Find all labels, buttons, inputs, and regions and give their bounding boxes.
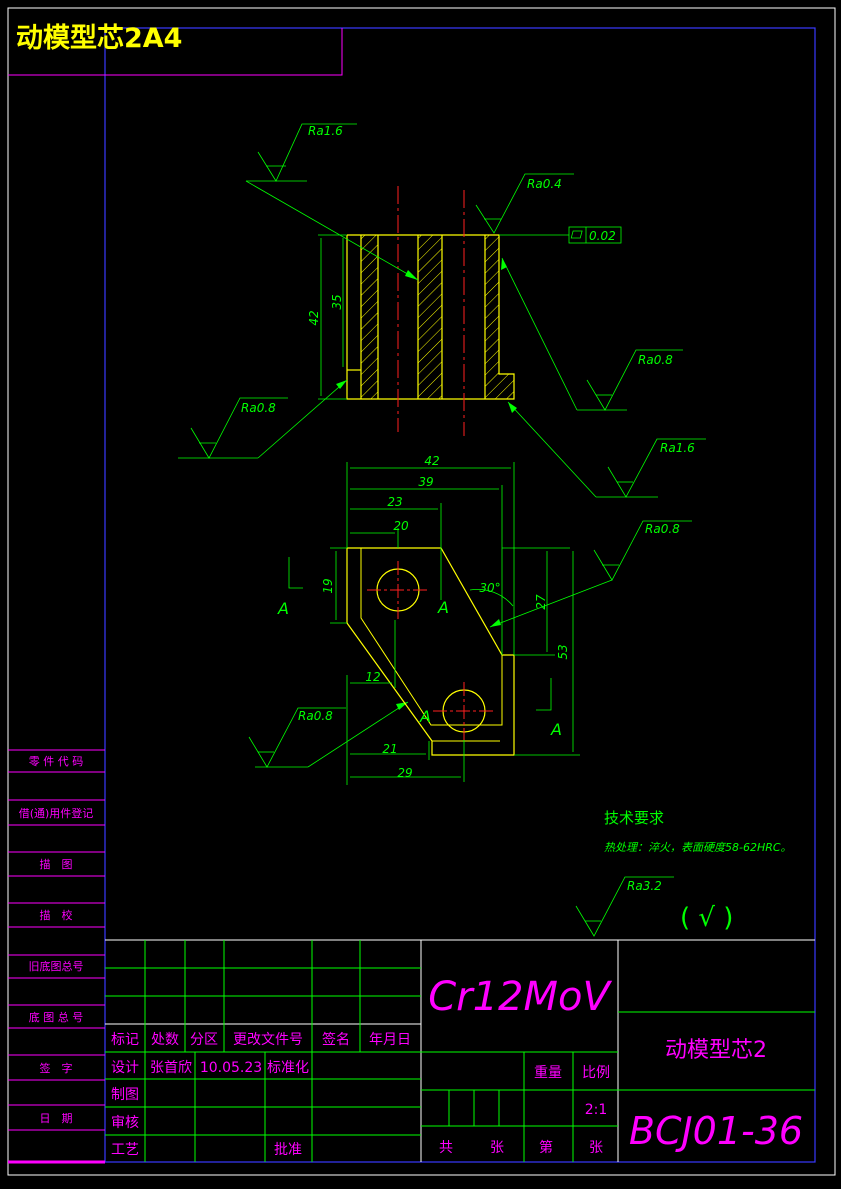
tb-design-label: 设计: [111, 1060, 139, 1076]
section-mark-a1: A: [277, 599, 289, 618]
tb-header-mark: 标记: [111, 1032, 139, 1048]
dim-42-horizontal: 42: [424, 454, 439, 468]
section-mark-a2: A: [437, 598, 449, 617]
strip-item-date: 日 期: [40, 1112, 73, 1125]
header-box: [8, 28, 343, 76]
flatness-frame: [568, 226, 622, 244]
roughness-r6: Ra0.8: [645, 522, 680, 536]
tb-total: 共: [439, 1140, 453, 1156]
section-mark-a4: A: [550, 720, 562, 739]
tech-req-line1: 热处理：淬火，表面硬度58-62HRC。: [604, 841, 792, 854]
dim-35-vertical: 35: [330, 294, 344, 309]
strip-item-base-no: 底 图 总 号: [29, 1010, 84, 1024]
strip-item-sign: 签 字: [40, 1061, 73, 1075]
dim-23: 23: [387, 495, 402, 509]
general-roughness-symbol: ( √ ): [680, 903, 733, 933]
tb-material: Cr12MoV: [428, 974, 612, 1020]
dim-27: 27: [534, 594, 548, 610]
roughness-r5: Ra1.6: [660, 441, 695, 455]
outer-frame: [7, 7, 836, 1176]
roughness-r2: Ra0.4: [527, 177, 562, 191]
dim-42-vertical: 42: [307, 310, 321, 325]
dim-12: 12: [365, 670, 380, 684]
tb-approve: 批准: [274, 1142, 302, 1158]
strip-item-part-code: 零 件 代 码: [29, 755, 84, 768]
strip-item-old-base: 旧底图总号: [29, 959, 84, 973]
tb-part-name: 动模型芯2: [665, 1038, 767, 1063]
angle-30: 30°: [479, 581, 500, 595]
tb-scale: 2:1: [585, 1102, 608, 1118]
tb-sheets1: 张: [490, 1140, 504, 1156]
roughness-r1: Ra1.6: [308, 124, 343, 138]
tb-review: 审核: [111, 1115, 139, 1131]
inner-frame: [104, 27, 816, 1163]
tb-design-date: 10.05.23: [200, 1060, 262, 1076]
section-view: [318, 186, 515, 436]
dim-21: 21: [382, 742, 397, 756]
tb-header-date: 年月日: [369, 1032, 411, 1048]
tb-draw: 制图: [111, 1087, 139, 1103]
header-title: 动模型芯2A4: [16, 23, 182, 54]
tb-sheets2: 张: [589, 1140, 603, 1156]
section-mark-a3: A: [419, 707, 431, 726]
tb-page-no: 第: [539, 1139, 553, 1156]
tech-req-title: 技术要求: [604, 809, 664, 827]
tb-header-change-doc: 更改文件号: [233, 1032, 303, 1048]
strip-item-trace: 描 图: [40, 857, 73, 871]
tb-process: 工艺: [111, 1142, 139, 1158]
flatness-icon: [570, 230, 583, 239]
flatness-value: 0.02: [589, 229, 616, 243]
strip-item-borrow: 借(通)用件登记: [19, 806, 94, 820]
left-strip: [8, 749, 105, 1131]
tb-header-count: 处数: [151, 1032, 179, 1048]
tb-header-zone: 分区: [190, 1032, 218, 1048]
dim-19: 19: [321, 578, 335, 593]
roughness-r8: Ra3.2: [627, 879, 662, 893]
tb-header-sign: 签名: [322, 1031, 350, 1048]
roughness-r7: Ra0.8: [298, 709, 333, 723]
title-block: [105, 939, 815, 1162]
roughness-r3: Ra0.8: [638, 353, 673, 367]
roughness-r4: Ra0.8: [241, 401, 276, 415]
tb-weight: 重量: [534, 1065, 562, 1081]
dim-53: 53: [556, 644, 570, 659]
dim-20: 20: [393, 519, 409, 533]
dim-29: 29: [397, 766, 412, 780]
tb-drawing-no: BCJ01-36: [629, 1109, 803, 1153]
strip-item-trace-check: 描 校: [40, 908, 73, 922]
tb-designer: 张首欣: [150, 1060, 192, 1076]
tb-standardize: 标准化: [267, 1060, 309, 1076]
tb-scale-label: 比例: [582, 1065, 610, 1081]
dim-39: 39: [418, 475, 433, 489]
